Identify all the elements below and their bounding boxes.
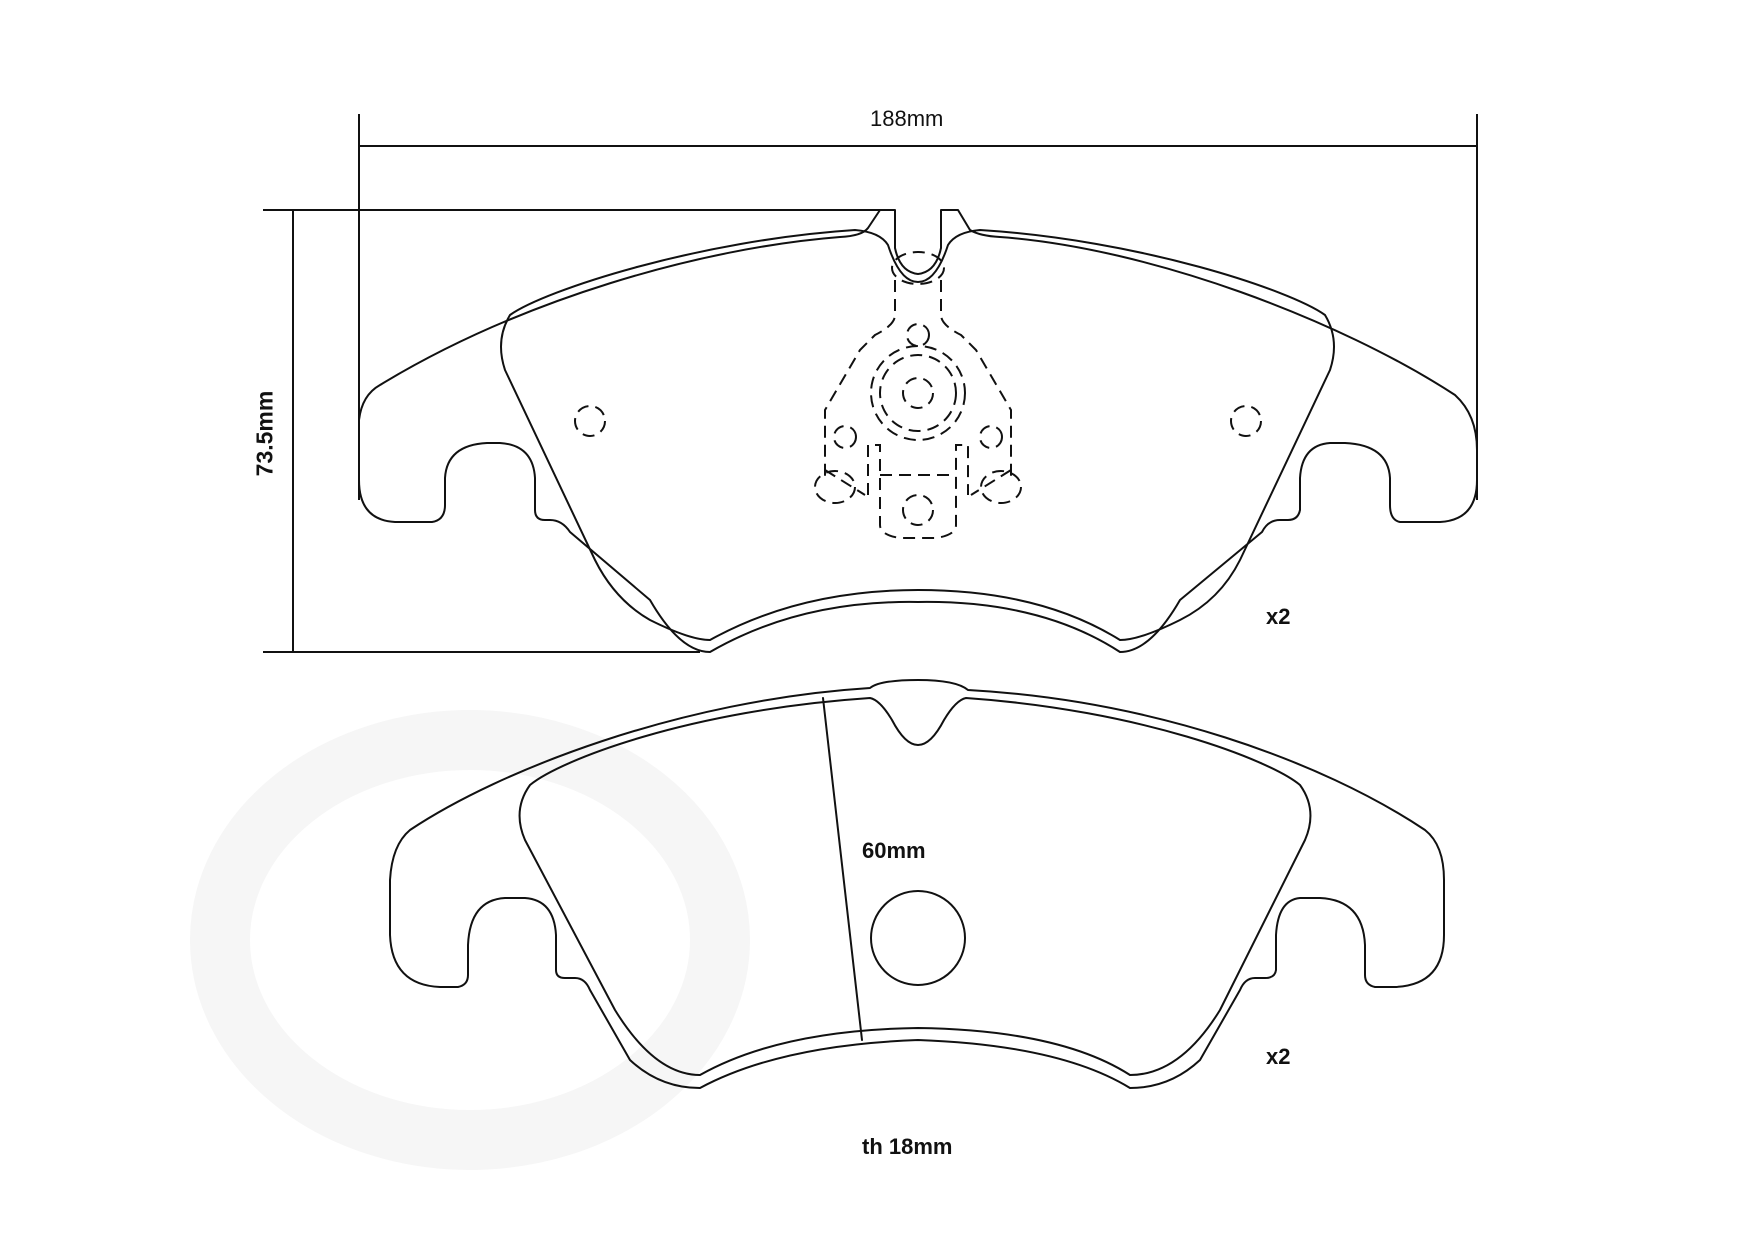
top-pad-left-pin-dashed bbox=[574, 405, 606, 437]
bottom-pad-friction-outline bbox=[518, 697, 1312, 1076]
top-pad-friction-outline bbox=[500, 229, 1335, 641]
friction-width-label: 60mm bbox=[862, 838, 926, 863]
bottom-pad-quantity-label: x2 bbox=[1266, 1044, 1291, 1069]
top-pad-backplate-outline bbox=[358, 209, 1478, 653]
bottom-pad-backplate-outline bbox=[389, 679, 1445, 1089]
thickness-label: th 18mm bbox=[862, 1134, 953, 1159]
top-pad-right-pin-dashed bbox=[1230, 405, 1262, 437]
height-dimension-line bbox=[263, 209, 880, 653]
friction-width-dimension-line bbox=[822, 697, 863, 1041]
top-brake-pad bbox=[358, 209, 1478, 653]
watermark-logo bbox=[190, 710, 750, 1170]
wear-sensor-dashed-outline bbox=[814, 251, 1022, 539]
width-dimension-label: 188mm bbox=[870, 106, 944, 131]
top-pad-quantity-label: x2 bbox=[1266, 604, 1291, 629]
width-dimension-line bbox=[358, 114, 1478, 500]
bottom-brake-pad bbox=[389, 679, 1445, 1089]
bottom-pad-center-hole bbox=[870, 890, 966, 986]
height-dimension-label: 73.5mm bbox=[251, 390, 278, 477]
